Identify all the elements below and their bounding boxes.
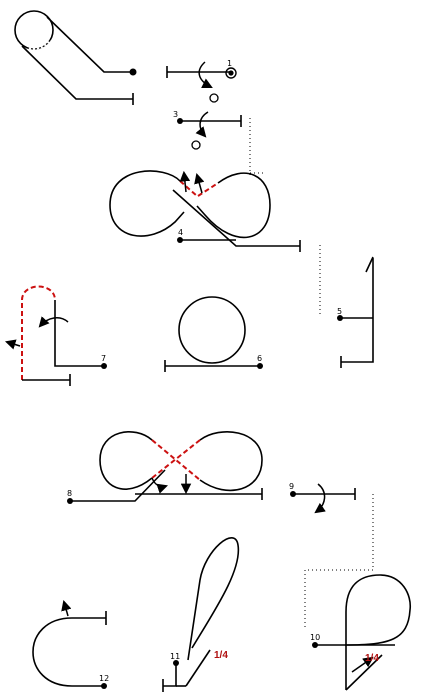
dashed-loop [21,285,56,380]
cord-tail [345,654,383,691]
start-dot-icon [312,642,318,648]
start-dot-icon [177,118,183,124]
overview-panel [14,10,137,105]
loop [344,574,411,690]
teardrop-loop [187,537,240,661]
cord [54,300,104,367]
loop-hidden-dotted [27,39,51,50]
figure-eight-right-loop [196,172,271,239]
cord [70,469,166,502]
start-dot-icon [228,70,234,76]
u-turn-cord [32,617,106,687]
hole-icon [209,93,219,103]
figure-eight-dashed-crossing [179,180,219,197]
step-number-12: 12 [99,674,109,683]
upper-cord [46,16,133,73]
step-10-panel: 10 1/4 [310,574,411,691]
start-dot-icon [101,683,107,689]
step-6-panel: 6 [164,296,263,372]
fraction-label-2: 1/4 [365,653,379,664]
step-number-3: 3 [173,110,178,119]
curved-arrow-icon [151,477,168,494]
start-dot-icon [290,491,296,497]
figure-eight-right-loop [199,431,263,492]
step-9-panel: 9 [289,482,374,630]
curved-arrow-icon [195,111,209,138]
arrow-icon [4,339,21,350]
guide-dotted-line [304,494,374,630]
step-number-4: 4 [178,228,183,237]
start-dot-icon [173,660,179,666]
start-dot-icon [101,363,107,369]
start-dot-icon [337,315,343,321]
start-dot-icon [129,68,137,76]
step-number-5: 5 [337,307,342,316]
curved-arrow-icon [314,483,326,514]
cord [163,663,177,687]
fraction-label-1: 1/4 [214,650,228,661]
start-dot-icon [177,237,183,243]
figure-eight-left-loop [99,431,153,490]
hole-icon [191,140,201,150]
start-dot-icon [257,363,263,369]
step-12-panel: 12 [32,599,109,689]
crossing-strand [172,189,300,247]
step-number-11: 11 [170,652,180,661]
step-number-6: 6 [257,354,262,363]
curved-arrow-icon [198,61,213,88]
figure-eight-dashed-crossing [151,439,201,481]
start-dot-icon [67,498,73,504]
step-number-7: 7 [101,354,106,363]
curved-arrow-icon [38,316,69,328]
step-number-10: 10 [310,633,320,642]
step-4-panel: 4 [109,170,301,252]
cord-tail [185,649,211,687]
cord [341,258,374,363]
arrow-icon [351,656,374,673]
arrow-icon [179,170,191,193]
step-3-panel: 3 [173,110,251,175]
loop-circle [178,296,246,364]
step-number-1: 1 [227,59,232,68]
lower-cord [21,45,133,100]
arrow-icon [194,172,205,194]
step-5-panel: 5 [319,245,374,368]
step-number-9: 9 [289,482,294,491]
arrow-icon [61,599,72,617]
step-number-8: 8 [67,489,72,498]
step-7-panel: 7 [4,285,107,386]
target-ring-icon [225,67,237,79]
step-8-panel: 8 [67,431,263,504]
figure-eight-left-loop [109,170,185,237]
step-11-panel: 11 1/4 [162,537,240,692]
step-1-panel: 1 [166,59,237,103]
cord-tail [365,256,374,273]
